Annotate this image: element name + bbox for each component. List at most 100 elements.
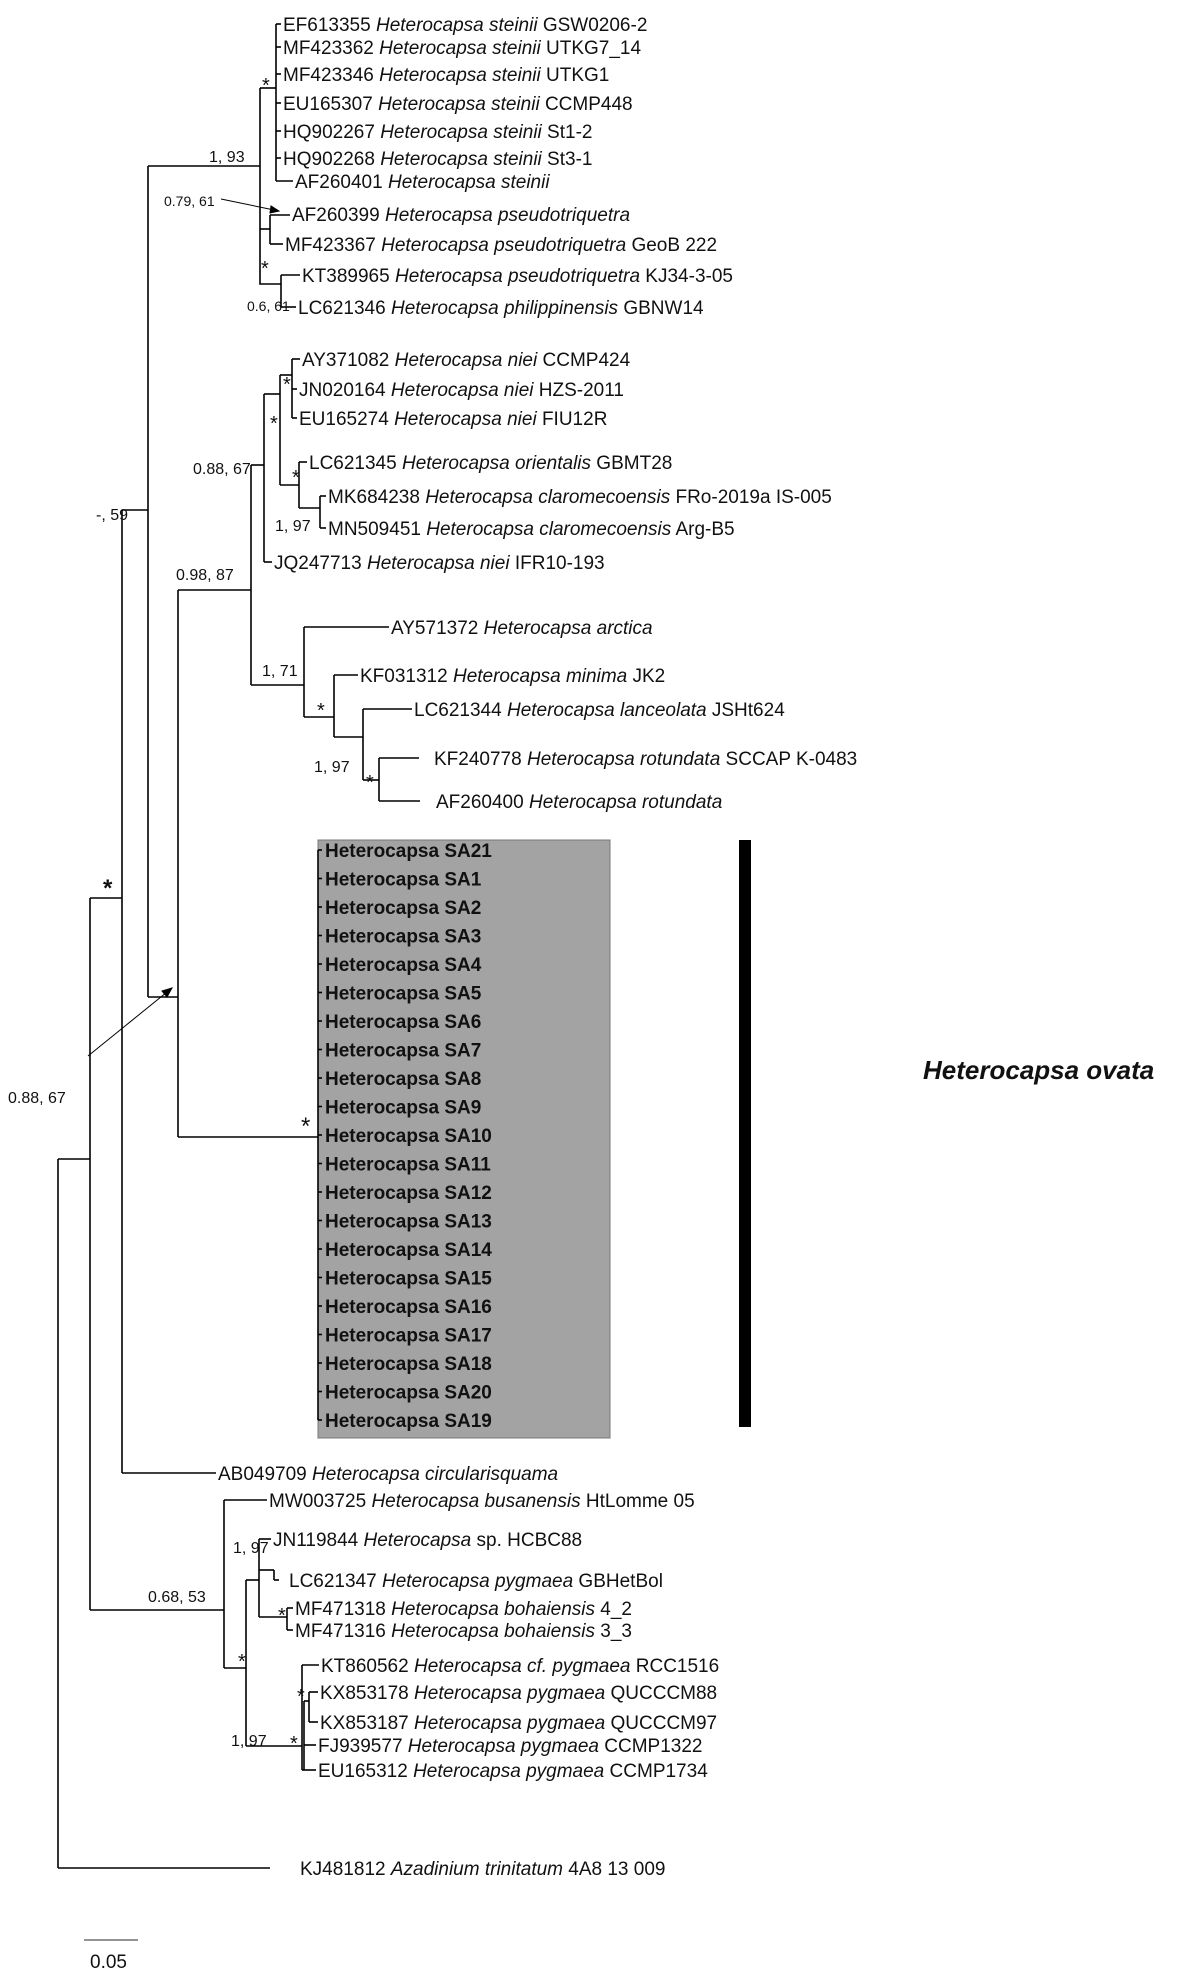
tip-strain: CCMP1734 (604, 1761, 708, 1782)
scale-bar-label: 0.05 (90, 1952, 127, 1973)
tip-species: pygmaea (522, 1683, 605, 1704)
tip-species: steinii (486, 94, 541, 115)
tip-accession: MW003725 (269, 1491, 371, 1512)
tip-genus: Heterocapsa (391, 1621, 499, 1642)
tip-accession: MF423362 (283, 38, 379, 59)
tip-label: MF423367 Heterocapsa pseudotriquetra Geo… (285, 235, 717, 256)
support-s_0987: 0.98, 87 (176, 567, 234, 584)
tip-accession: LC621347 (289, 1571, 382, 1592)
strong-support-markers: * * * * * * * * * * * * * (103, 75, 374, 1755)
tip-accession: AY371082 (302, 350, 395, 371)
tip-strain: GSW0206-2 (538, 15, 648, 36)
tip-label: JN020164 Heterocapsa niei HZS-2011 (299, 380, 624, 401)
callout-arrow-0867b (87, 987, 173, 1057)
star-niei-b: * (270, 413, 278, 435)
tip-label: AF260401 Heterocapsa steinii (295, 172, 550, 193)
support-s_0961: 0.79, 61 (164, 193, 215, 209)
tip-accession: EU165307 (283, 94, 378, 115)
tip-label: HQ902267 Heterocapsa steinii St1-2 (283, 122, 592, 143)
tip-label: HQ902268 Heterocapsa steinii St3-1 (283, 149, 592, 170)
tip-genus: Heterocapsa (391, 380, 499, 401)
tip-genus: Heterocapsa (395, 266, 503, 287)
tip-label: KF240778 Heterocapsa rotundata SCCAP K-0… (434, 749, 857, 770)
ovata-isolate-label: Heterocapsa SA8 (325, 1069, 481, 1090)
tip-strain: QUCCCM88 (605, 1683, 717, 1704)
tip-strain: HZS-2011 (534, 380, 624, 401)
tip-strain: IFR10-193 (510, 553, 605, 574)
tip-species: steinii (496, 172, 551, 193)
tip-strain: GBHetBol (573, 1571, 663, 1592)
tip-species: trinitatum (480, 1859, 563, 1880)
tip-species: circularisquama (420, 1464, 558, 1485)
tip-genus: Heterocapsa (382, 1571, 490, 1592)
support-s_0867b: 0.88, 67 (8, 1090, 66, 1107)
tip-accession: MF423367 (285, 235, 381, 256)
tip-label: KX853178 Heterocapsa pygmaea QUCCCM88 (320, 1683, 717, 1704)
tip-genus: Heterocapsa (376, 15, 484, 36)
tip-genus: Heterocapsa (380, 122, 488, 143)
tip-accession: JN119844 (273, 1530, 364, 1551)
ovata-isolate-label: Heterocapsa SA5 (325, 984, 482, 1005)
star-steinii: * (262, 75, 270, 97)
tip-strain: 4_2 (595, 1599, 632, 1620)
ovata-isolate-label: Heterocapsa SA15 (325, 1269, 492, 1290)
tip-genus: Heterocapsa (414, 1713, 522, 1734)
tip-accession: FJ939577 (318, 1736, 408, 1757)
tip-label: JQ247713 Heterocapsa niei IFR10-193 (274, 553, 605, 574)
support-s_0661: 0.6, 61 (247, 298, 290, 314)
tip-species: claromecoensis (534, 519, 672, 540)
ovata-isolate-label: Heterocapsa SA9 (325, 1098, 481, 1119)
tip-species: claromecoensis (533, 487, 671, 508)
tip-genus: Heterocapsa (414, 1656, 522, 1677)
tip-label: MF471318 Heterocapsa bohaiensis 4_2 (295, 1599, 632, 1620)
tip-strain: JSHt624 (707, 700, 786, 721)
ovata-isolate-label: Heterocapsa SA6 (325, 1012, 481, 1033)
tip-strain: JK2 (627, 666, 665, 687)
tip-label: EU165274 Heterocapsa niei FIU12R (299, 409, 607, 430)
tip-genus: Heterocapsa (364, 1530, 472, 1551)
tip-genus: Heterocapsa (453, 666, 561, 687)
tip-species: steinii (488, 122, 543, 143)
tip-species: pseudotriquetra (489, 235, 626, 256)
tip-label: KT389965 Heterocapsa pseudotriquetra KJ3… (302, 266, 733, 287)
tip-genus: Heterocapsa (414, 1683, 522, 1704)
tip-species: pygmaea (521, 1761, 604, 1782)
tip-genus: Heterocapsa (484, 618, 592, 639)
tip-species: philippinensis (499, 298, 619, 319)
support-s_197d: 1, 97 (231, 1733, 267, 1750)
tip-accession: LC621345 (309, 453, 402, 474)
ovata-isolate-label: Heterocapsa SA4 (325, 955, 482, 976)
tip-label: KF031312 Heterocapsa minima JK2 (360, 666, 665, 687)
tip-label: KX853187 Heterocapsa pygmaea QUCCCM97 (320, 1713, 717, 1734)
tip-strain: sp. HCBC88 (471, 1530, 582, 1551)
tip-label: MF471316 Heterocapsa bohaiensis 3_3 (295, 1621, 632, 1642)
tip-accession: AF260400 (436, 792, 529, 813)
tip-accession: JN020164 (299, 380, 391, 401)
tip-accession: MK684238 (328, 487, 425, 508)
tip-genus: Heterocapsa (381, 235, 489, 256)
tip-species: rotundata (635, 749, 721, 770)
star-pygmaea-group: * (238, 1651, 246, 1673)
tip-genus: Azadinium (390, 1859, 480, 1880)
tip-species: steinii (487, 38, 542, 59)
tip-strain: 4A8 13 009 (563, 1859, 665, 1880)
tip-species: busanensis (479, 1491, 581, 1512)
tip-species: niei (499, 380, 535, 401)
tip-species: cf. pygmaea (522, 1656, 631, 1677)
tip-genus: Heterocapsa (426, 519, 534, 540)
tip-strain: FIU12R (537, 409, 608, 430)
tip-strain: GBMT28 (591, 453, 672, 474)
tip-species: pygmaea (516, 1736, 599, 1757)
tip-accession: EU165274 (299, 409, 394, 430)
tip-genus: Heterocapsa (395, 350, 503, 371)
tip-label: KJ481812 Azadinium trinitatum 4A8 13 009 (300, 1859, 665, 1880)
tip-genus: Heterocapsa (378, 94, 486, 115)
tip-label: AB049709 Heterocapsa circularisquama (218, 1464, 558, 1485)
callout-arrowhead-0961 (269, 205, 281, 214)
tip-label: LC621344 Heterocapsa lanceolata JSHt624 (414, 700, 785, 721)
tip-accession: KT389965 (302, 266, 395, 287)
tip-label: MK684238 Heterocapsa claromecoensis FRo-… (328, 487, 832, 508)
ovata-isolate-label: Heterocapsa SA13 (325, 1212, 492, 1233)
tip-accession: MF471318 (295, 1599, 391, 1620)
